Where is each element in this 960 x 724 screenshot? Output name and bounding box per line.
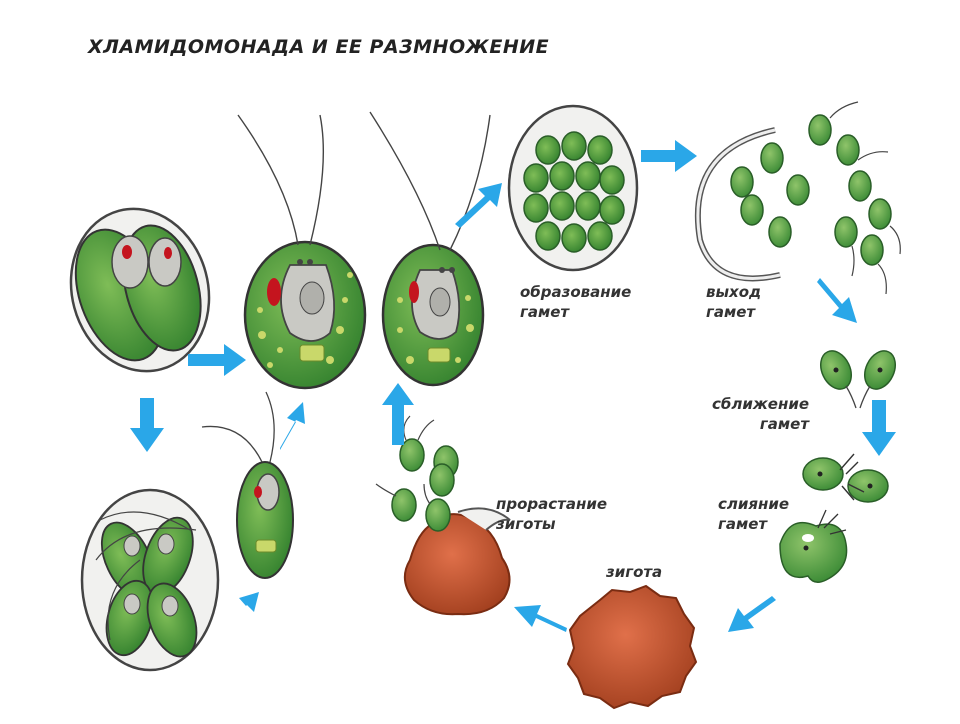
adult-cell-2	[369, 111, 491, 387]
label-line: гамет	[520, 303, 570, 321]
arrow-up-2	[382, 383, 414, 445]
arrow-right-1	[188, 344, 246, 376]
adult-cell-1	[237, 114, 367, 390]
gamete-exit	[694, 101, 901, 295]
label-gamete-formation: образование гамет	[520, 282, 631, 322]
label-line: слияние	[718, 495, 790, 513]
arrow-left-1	[514, 605, 567, 632]
arrows	[130, 140, 896, 632]
page-title: ХЛАМИДОМОНАДА И ЕЕ РАЗМНОЖЕНИЕ	[88, 36, 550, 58]
zygote	[566, 584, 698, 710]
label-line: сближение	[712, 395, 810, 413]
arrow-right-2	[641, 140, 697, 172]
arrow-up-1	[280, 402, 305, 450]
gamete-fusion-1	[802, 453, 889, 503]
label-line: прорастание	[496, 495, 608, 513]
label-line: гамет	[759, 415, 810, 433]
zoospore	[201, 391, 294, 579]
gamete-formation-cell	[507, 104, 639, 272]
label-gamete-exit: выход гамет	[706, 282, 761, 322]
arrow-down-right-1	[817, 278, 857, 323]
gamete-approach	[820, 350, 896, 409]
zygote-germination	[375, 415, 511, 616]
label-zygote-germination: прорастание зиготы	[496, 494, 607, 534]
arrow-up-right-2	[455, 183, 502, 228]
zoospore-sporangium	[80, 488, 220, 672]
label-gamete-approach: сближение гамет	[712, 394, 809, 434]
label-line: гамет	[718, 515, 768, 533]
arrow-down-left-1	[728, 596, 776, 632]
label-line: выход	[706, 283, 762, 301]
label-line: зиготы	[496, 515, 556, 533]
arrow-down-2	[862, 400, 896, 456]
arrow-down-1	[130, 398, 164, 452]
gamete-fusion-2	[779, 509, 848, 583]
label-line: образование	[520, 283, 632, 301]
label-line: гамет	[706, 303, 756, 321]
label-gamete-fusion: слияние гамет	[718, 494, 789, 534]
dividing-cell	[69, 207, 211, 373]
arrow-up-right-1	[222, 592, 259, 630]
label-zygote: зигота	[606, 563, 663, 581]
